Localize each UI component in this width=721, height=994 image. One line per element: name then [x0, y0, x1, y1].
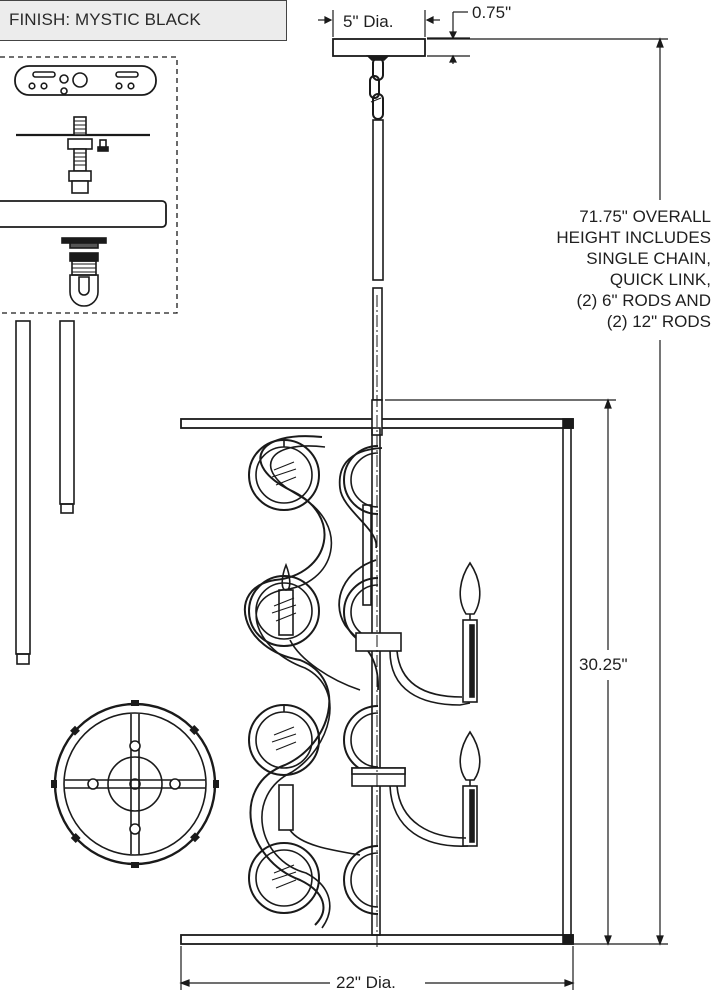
candle	[459, 561, 481, 703]
crossbar-icon	[14, 65, 157, 96]
note-line: HEIGHT INCLUDES	[556, 228, 711, 247]
note-line: (2) 12" RODS	[606, 312, 711, 331]
glass-ring	[248, 439, 320, 511]
finish-label-box: FINISH: MYSTIC BLACK	[0, 0, 287, 41]
canopy	[332, 38, 426, 61]
mounting-hardware-detail	[0, 56, 178, 314]
finish-label: FINISH: MYSTIC BLACK	[9, 10, 201, 29]
extension-rods	[15, 320, 75, 665]
loop-socket-icon	[61, 237, 107, 307]
note-line: SINGLE CHAIN,	[586, 249, 711, 268]
note-line: QUICK LINK,	[609, 270, 711, 289]
nipple-assembly-icon	[16, 116, 150, 194]
glass-ring	[248, 704, 320, 776]
note-line: (2) 6" RODS AND	[576, 291, 711, 310]
glass-ring	[248, 842, 320, 914]
overall-height-note: 71.75" OVERALL HEIGHT INCLUDES SINGLE CH…	[440, 206, 711, 332]
candle	[459, 730, 481, 847]
fixture-height-label: 30.25"	[579, 655, 628, 674]
rod-long	[15, 320, 31, 665]
note-line: 71.75" OVERALL	[579, 207, 711, 226]
glass-ring	[248, 575, 320, 647]
rod-short	[59, 320, 75, 514]
downrods	[372, 119, 384, 401]
top-view	[51, 700, 219, 868]
canopy-height-label: 0.75"	[472, 3, 512, 22]
chain-links	[369, 57, 384, 120]
dimension-lines	[179, 10, 668, 990]
canopy-diameter-label: 5" Dia.	[343, 12, 394, 31]
fixture-diameter-label: 22" Dia.	[336, 973, 396, 992]
